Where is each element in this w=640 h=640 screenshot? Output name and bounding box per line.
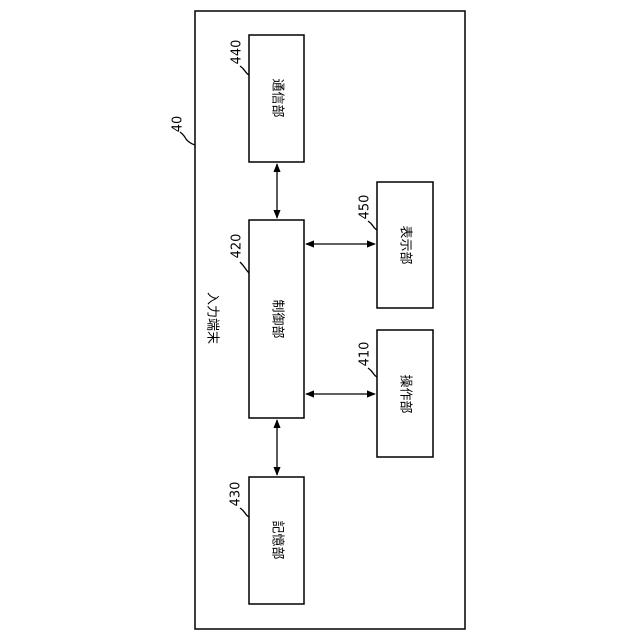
device-ref-label: 40 bbox=[171, 116, 186, 133]
control-unit-leader bbox=[240, 262, 249, 273]
control-unit-label: 制御部 bbox=[270, 299, 285, 338]
communication-unit-label: 通信部 bbox=[270, 78, 285, 117]
display-unit-label: 表示部 bbox=[398, 225, 413, 264]
storage-unit-ref: 430 bbox=[229, 482, 244, 507]
communication-unit-ref: 440 bbox=[230, 40, 245, 65]
control-unit-ref: 420 bbox=[230, 234, 245, 259]
operation-unit-leader bbox=[368, 368, 377, 377]
display-unit-ref: 450 bbox=[358, 195, 373, 220]
operation-unit-label: 操作部 bbox=[398, 374, 414, 413]
device-title: 入力端末 bbox=[205, 292, 220, 344]
communication-unit-leader bbox=[240, 66, 249, 75]
input-terminal-frame bbox=[195, 11, 465, 629]
storage-unit-leader bbox=[240, 508, 249, 517]
device-ref-leader bbox=[180, 132, 195, 145]
display-unit-leader bbox=[368, 221, 377, 230]
operation-unit-ref: 410 bbox=[358, 342, 373, 367]
storage-unit-label: 記憶部 bbox=[270, 520, 286, 559]
